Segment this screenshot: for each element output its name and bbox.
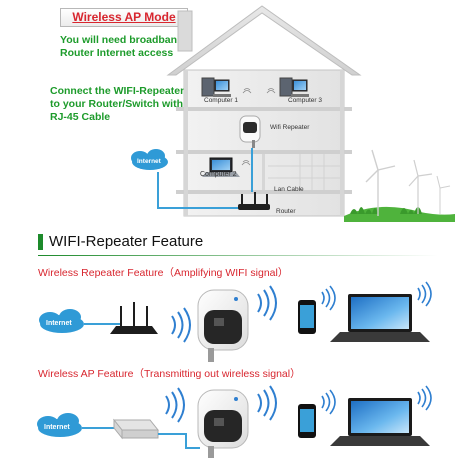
wind-turbine-icon [436,175,451,214]
internet-cloud-icon [131,149,168,170]
wifi-waves-icon [417,385,432,411]
house-window-grid [268,154,340,190]
house-roof [166,5,362,76]
feature-title: WIFI-Repeater Feature [49,233,204,250]
phone-icon [298,404,316,438]
switch-icon [112,418,160,440]
connect-text: Connect the WIFI-Repeater to your Router… [50,85,184,124]
house-diagram [131,5,455,222]
chimney [177,10,193,52]
wifi-waves-icon [165,387,185,423]
feature-title-bar [38,234,43,250]
computer-2-icon [202,157,240,177]
label-computer-2: Computer 2 [200,171,237,178]
laptop-icon [330,398,430,446]
wind-turbine-icon [365,149,396,216]
computer-1-icon [201,77,231,97]
intro-text: You will need broadband Router Internet … [60,34,183,60]
mode-title: Wireless AP Mode [72,10,176,24]
label-router: Router [276,208,296,215]
connect-line-3: RJ-45 Cable [50,111,111,123]
wifi-waves-icon [257,385,277,421]
house-router-icon [238,192,270,210]
wifi-waves-icon [257,285,277,321]
internet-cloud-icon [37,413,82,437]
router-icon [110,302,158,334]
internet-cloud-icon [39,309,84,333]
cable-line [158,433,200,449]
connect-line-2: to your Router/Switch with [50,98,183,110]
label-internet: Internet [137,158,161,165]
ground-grass [344,206,455,222]
repeater-icon [197,389,249,458]
wifi-waves-icon [321,389,336,415]
label-computer-1: Computer 1 [204,97,238,104]
intro-line-1: You will need broadband [60,34,184,46]
label-lan-cable: Lan Cable [274,186,304,193]
label-computer-3: Computer 3 [288,97,322,104]
phone-icon [298,300,316,334]
repeater-icon [197,289,249,362]
wifi-waves-icon [417,281,432,307]
feature-divider [38,255,438,256]
ap-feature-heading: Wireless AP Feature（Transmitting out wir… [38,368,301,380]
signal-mark-icon [242,88,276,94]
mode-title-box: Wireless AP Mode [60,8,188,27]
lan-cable-line [157,148,253,209]
feature-internet-label-1: Internet [46,320,72,327]
laptop-icon [330,294,430,342]
computer-3-icon [279,77,309,97]
connect-line-1: Connect the WIFI-Repeater [50,85,185,97]
house-repeater-icon [239,115,261,148]
intro-line-2: Router Internet access [60,47,174,59]
wifi-waves-icon [321,285,336,311]
wind-turbine-icon [408,159,433,214]
label-wifi-repeater: Wifi Repeater [270,124,310,131]
wifi-waves-icon [171,307,191,343]
feature-internet-label-2: Internet [44,424,70,431]
repeater-feature-heading: Wireless Repeater Feature（Amplifying WIF… [38,267,289,279]
signal-mark-icon [241,160,251,166]
feature-diagram [37,281,432,458]
